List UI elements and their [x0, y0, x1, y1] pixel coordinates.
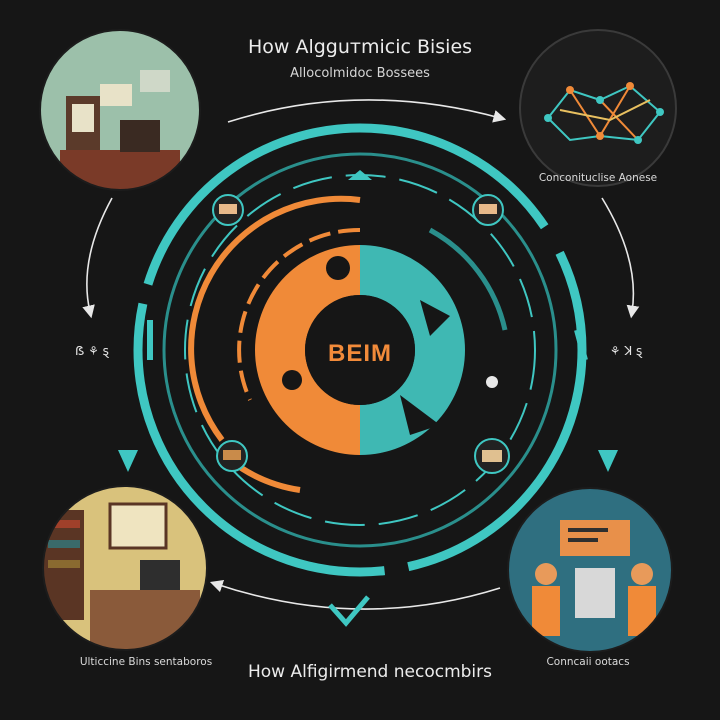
orange-ring: [188, 195, 508, 493]
side-label-right: ⚘ ꓘ ȿ: [609, 344, 643, 358]
ring-thumbnails: [212, 194, 510, 474]
center-label: BEIM: [328, 340, 392, 367]
inner-core: [255, 245, 498, 455]
thumbnail-icon: [216, 440, 248, 472]
core-orange-half: [255, 245, 360, 455]
arrow-right: [601, 197, 640, 319]
outer-teal-ring: [118, 123, 618, 627]
caption-top-right: Conconituclise Aonese: [538, 172, 658, 184]
thumbnail-icon: [472, 194, 504, 226]
thumbnail-icon: [474, 438, 510, 474]
caption-bottom-right: Conncaii ootacs: [546, 656, 630, 668]
caption-bottom-left: Ulticcine Bins sentaboros: [79, 656, 213, 668]
thumbnail-icon: [212, 194, 244, 226]
library-scene-icon: [42, 485, 208, 651]
side-label-left: ẞ ⚘ ȿ: [75, 344, 109, 358]
diagram-subtitle: Allocolmidoc Bossees: [290, 66, 430, 81]
diagram-title: How Algguтmicic Bisies: [247, 36, 473, 58]
arrow-top: [227, 99, 507, 123]
network-graph-icon: [519, 29, 677, 187]
core-teal-half: [360, 245, 465, 455]
arrow-left: [82, 197, 113, 319]
presenters-scene-icon: [507, 487, 673, 653]
office-scene-icon: [39, 29, 201, 191]
diagram-footer: How Alfigirmend necocmbirs: [248, 662, 492, 682]
